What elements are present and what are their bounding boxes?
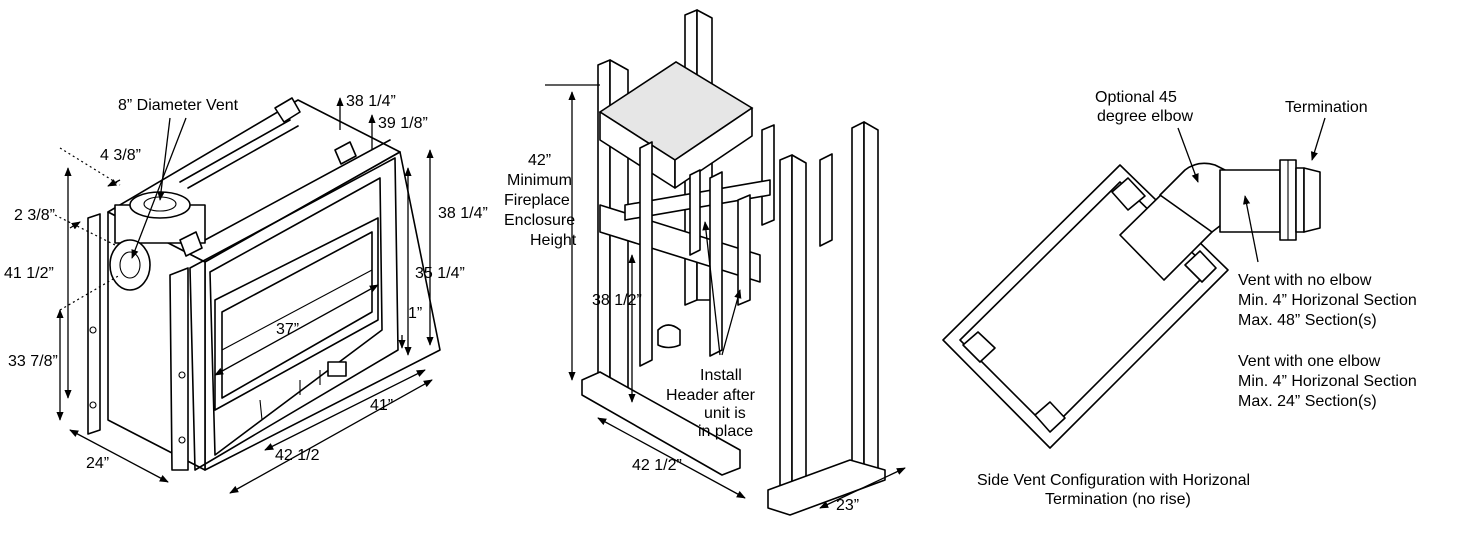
label-dim-1: 1” (408, 305, 422, 322)
label-dim-42-1-2: 42 1/2 (275, 447, 320, 464)
label-dim-38-1-4-right: 38 1/4” (438, 205, 488, 222)
label-dim-41: 41” (370, 397, 393, 414)
label-dim-39-1-8: 39 1/8” (378, 115, 428, 132)
label-dim-35-1-4: 35 1/4” (415, 265, 465, 282)
label-min-line-4: Height (530, 232, 577, 249)
label-dim-33-7-8: 33 7/8” (8, 353, 58, 370)
label-dim-38-1-4-top: 38 1/4” (346, 93, 396, 110)
label-dim-42-1-2-middle: 42 1/2” (632, 457, 682, 474)
label-no-elbow-line-3: Max. 48” Section(s) (1238, 312, 1377, 329)
label-optional-line-2: degree elbow (1097, 108, 1194, 125)
label-no-elbow-line-1: Vent with no elbow (1238, 272, 1372, 289)
label-dim-23: 23” (836, 497, 859, 514)
label-install-line-3: unit is (704, 405, 746, 422)
label-termination: Termination (1285, 99, 1368, 116)
label-one-elbow-line-1: Vent with one elbow (1238, 353, 1381, 370)
fireplace-unit-drawing: 8” Diameter Vent 38 1/4” 39 1/8” 4 3/8” … (4, 93, 488, 494)
framing-drawing: 42” Minimum Fireplace Enclosure Height 3… (504, 9, 906, 516)
label-dim-24: 24” (86, 455, 109, 472)
label-dim-37: 37” (276, 321, 299, 338)
label-dim-41-1-2: 41 1/2” (4, 265, 54, 282)
label-one-elbow-line-2: Min. 4” Horizonal Section (1238, 373, 1417, 390)
label-one-elbow-line-3: Max. 24” Section(s) (1238, 393, 1377, 410)
label-vent-diameter: 8” Diameter Vent (118, 97, 239, 114)
label-dim-38-1-2: 38 1/2” (592, 292, 642, 309)
label-install-line-2: Header after (666, 387, 756, 404)
side-vent-drawing: Optional 45 degree elbow Termination Ven… (942, 89, 1417, 508)
label-install-line-1: Install (700, 367, 742, 384)
label-caption-line-2: Termination (no rise) (1045, 491, 1191, 508)
label-min-line-3: Enclosure (504, 212, 575, 229)
label-optional-line-1: Optional 45 (1095, 89, 1177, 106)
label-min-line-2: Fireplace (504, 192, 570, 209)
label-min-line-1: Minimum (507, 172, 572, 189)
label-install-line-4: in place (698, 423, 753, 440)
label-caption-line-1: Side Vent Configuration with Horizonal (977, 472, 1250, 489)
label-dim-42: 42” (528, 152, 551, 169)
label-dim-2-3-8: 2 3/8” (14, 207, 55, 224)
label-no-elbow-line-2: Min. 4” Horizonal Section (1238, 292, 1417, 309)
label-dim-4-3-8: 4 3/8” (100, 147, 141, 164)
